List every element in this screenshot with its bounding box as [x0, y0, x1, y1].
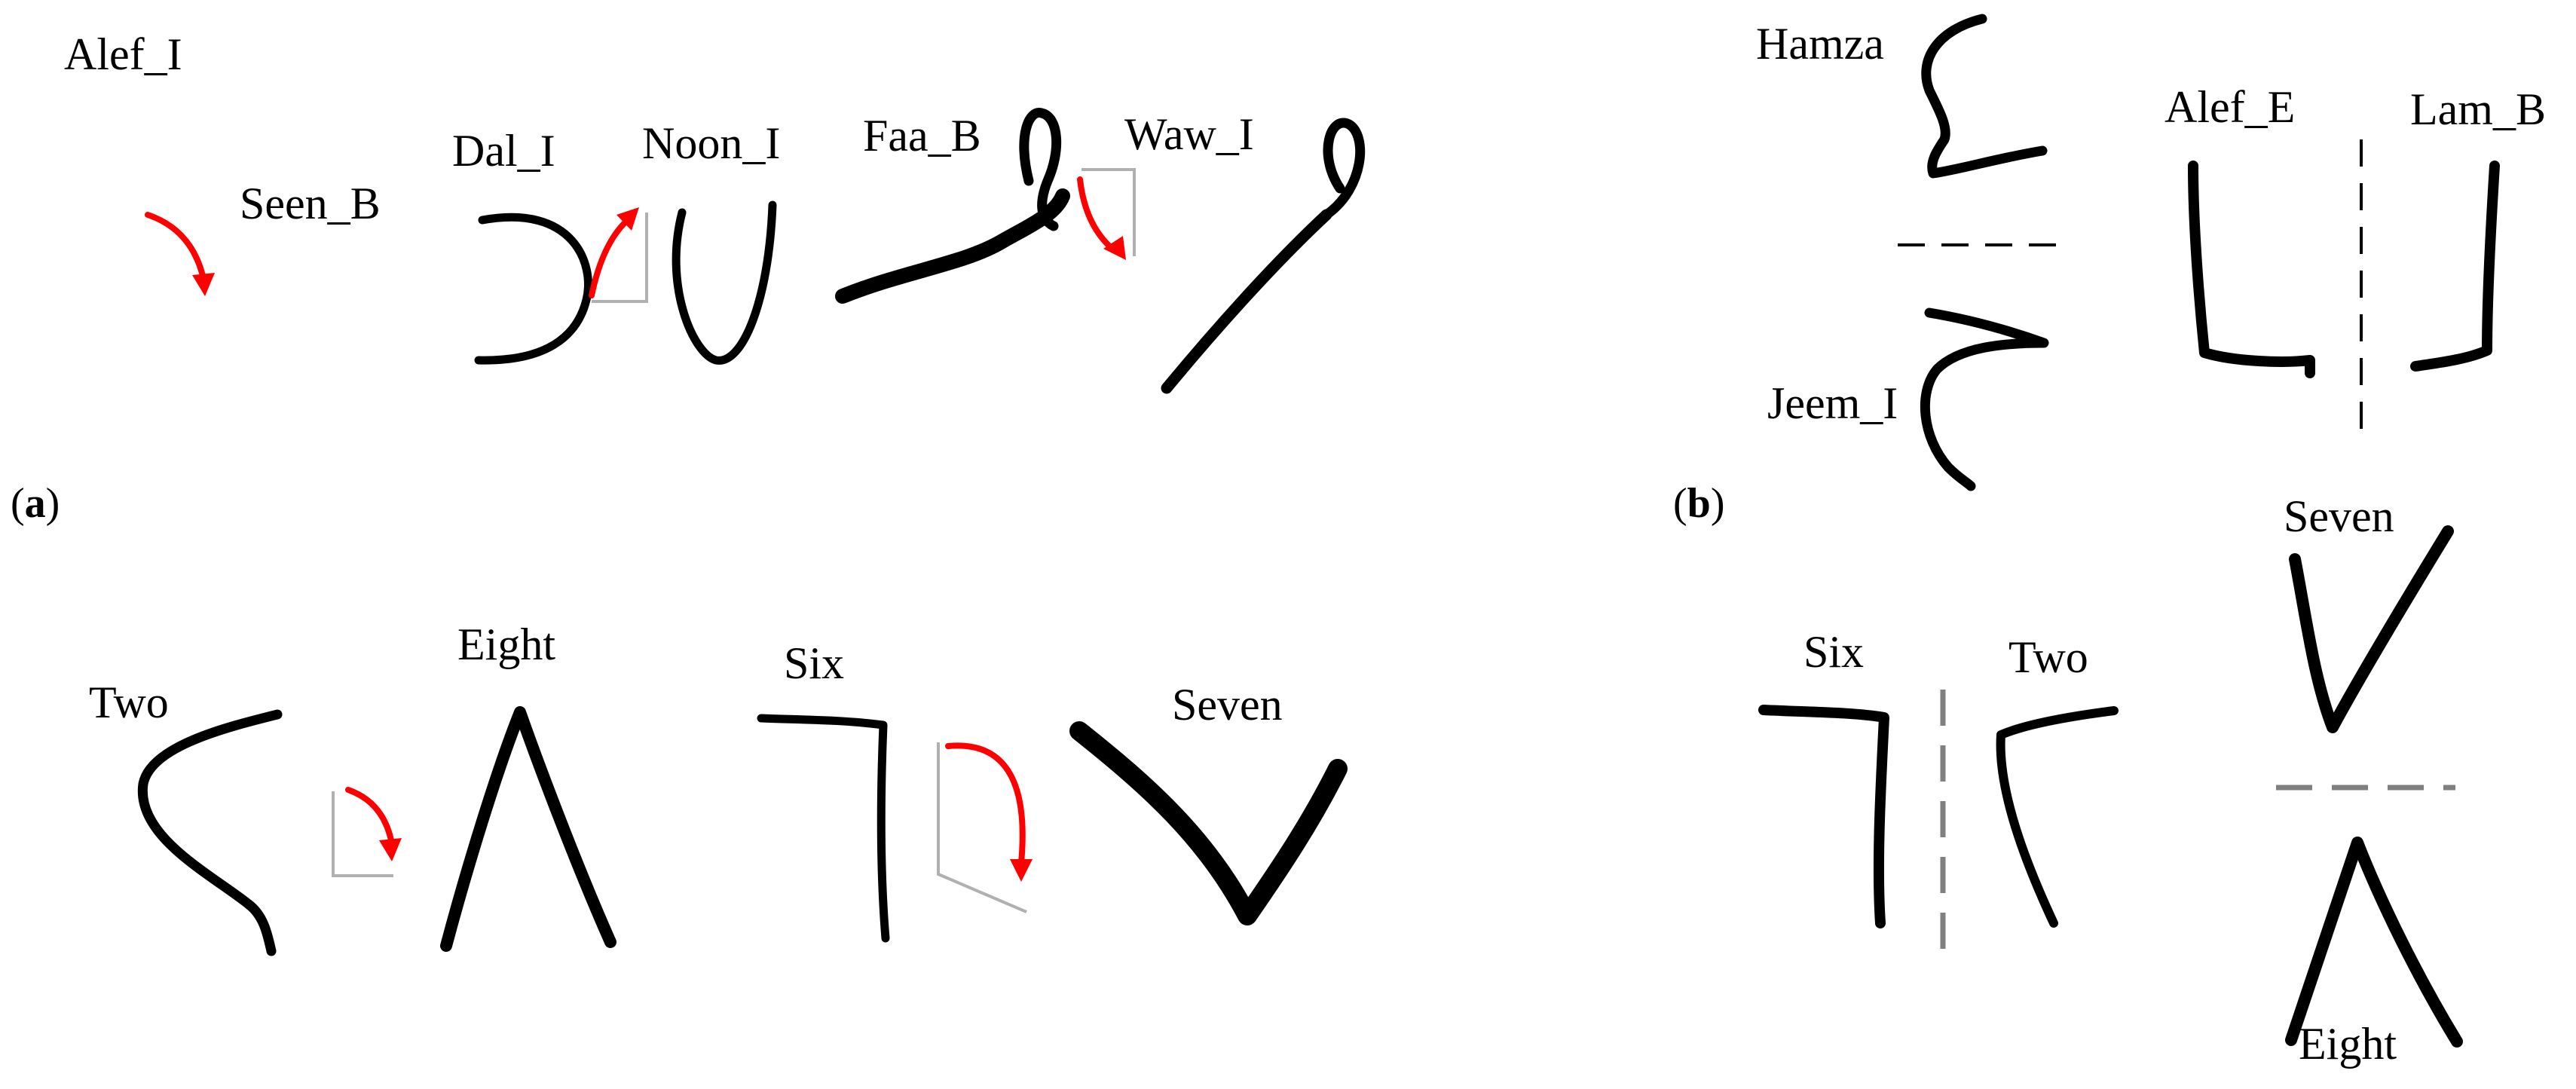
- rotation-arrowhead-two-eight: [379, 838, 402, 861]
- label-alef-i: Alef_I: [64, 29, 182, 79]
- label-dal-i: Dal_I: [452, 126, 555, 176]
- label-faa-b: Faa_B: [863, 111, 981, 161]
- stroke-dal-i: [474, 213, 592, 365]
- angle-guide-faa-waw: [1081, 168, 1136, 256]
- stroke-two: [137, 709, 283, 956]
- stroke-faa-b-loop: [1019, 108, 1062, 231]
- label-seven-b: Seven: [2284, 491, 2394, 541]
- stroke-seven-b: [2289, 525, 2454, 733]
- stroke-two-b: [1996, 706, 2119, 928]
- label-jeem-i: Jeem_I: [1767, 378, 1898, 428]
- label-seven: Seven: [1172, 680, 1283, 730]
- label-noon-i: Noon_I: [642, 118, 781, 168]
- panel-a-tag-close: ): [45, 480, 60, 527]
- stroke-eight: [440, 706, 616, 952]
- panel-b-tag-close: ): [1710, 480, 1725, 527]
- angle-guide-dal-noon: [592, 213, 648, 303]
- label-hamza: Hamza: [1756, 19, 1884, 69]
- stroke-eight-b: [2285, 837, 2463, 1048]
- rotation-arrowhead-dal-noon: [616, 207, 639, 231]
- panel-a-tag-open: (: [11, 480, 25, 527]
- rotation-arrowhead-faa-waw: [1103, 236, 1126, 260]
- rotation-arrowhead-six-seven: [1010, 859, 1033, 882]
- rotation-arrow-alef: [145, 212, 207, 282]
- stroke-noon-i: [672, 200, 777, 365]
- label-lam-b: Lam_B: [2410, 84, 2546, 134]
- stroke-waw-i-tail: [1161, 209, 1332, 394]
- stroke-alef-e: [2188, 161, 2315, 378]
- label-six-b: Six: [1804, 627, 1865, 677]
- stroke-jeem-i: [1920, 307, 2049, 491]
- stroke-faa-b-tail: [835, 188, 1070, 304]
- panel-a-bottom-strokes: [137, 706, 1348, 956]
- stroke-waw-i-loop: [1321, 118, 1366, 220]
- panel-a-top-strokes: [145, 108, 1366, 394]
- angle-guide-six-seven: [937, 742, 1027, 913]
- rotation-arrow-two-eight: [345, 787, 395, 847]
- angle-guide-two-eight: [332, 791, 393, 877]
- panel-b-top-strokes: [1898, 14, 2500, 491]
- label-waw-i: Waw_I: [1124, 109, 1254, 159]
- rotation-arrowhead-alef: [192, 273, 215, 296]
- stroke-six-b: [1758, 705, 1889, 928]
- rotation-arrow-faa-waw: [1077, 176, 1117, 253]
- stroke-seven: [1069, 721, 1348, 925]
- label-eight: Eight: [457, 619, 555, 669]
- label-six: Six: [784, 638, 845, 688]
- panel-a-tag-letter: a: [24, 480, 46, 527]
- panel-b-tag-open: (: [1673, 480, 1687, 527]
- label-two-b: Two: [2008, 632, 2088, 682]
- panel-b-tag: (b): [1673, 482, 1724, 525]
- rotation-arrow-dal-noon: [589, 216, 632, 298]
- label-eight-b: Eight: [2299, 1019, 2397, 1069]
- panel-b-bottom-strokes: [1758, 525, 2463, 1048]
- label-seen-b: Seen_B: [240, 179, 381, 228]
- label-two: Two: [89, 678, 169, 727]
- label-alef-e: Alef_E: [2165, 82, 2296, 132]
- stroke-hamza: [1921, 14, 2048, 179]
- panel-a-tag: (a): [11, 482, 60, 525]
- stroke-lam-b: [2410, 161, 2500, 372]
- panel-b-tag-letter: b: [1687, 480, 1711, 527]
- stroke-six: [757, 714, 890, 943]
- rotation-arrow-six-seven: [945, 742, 1026, 866]
